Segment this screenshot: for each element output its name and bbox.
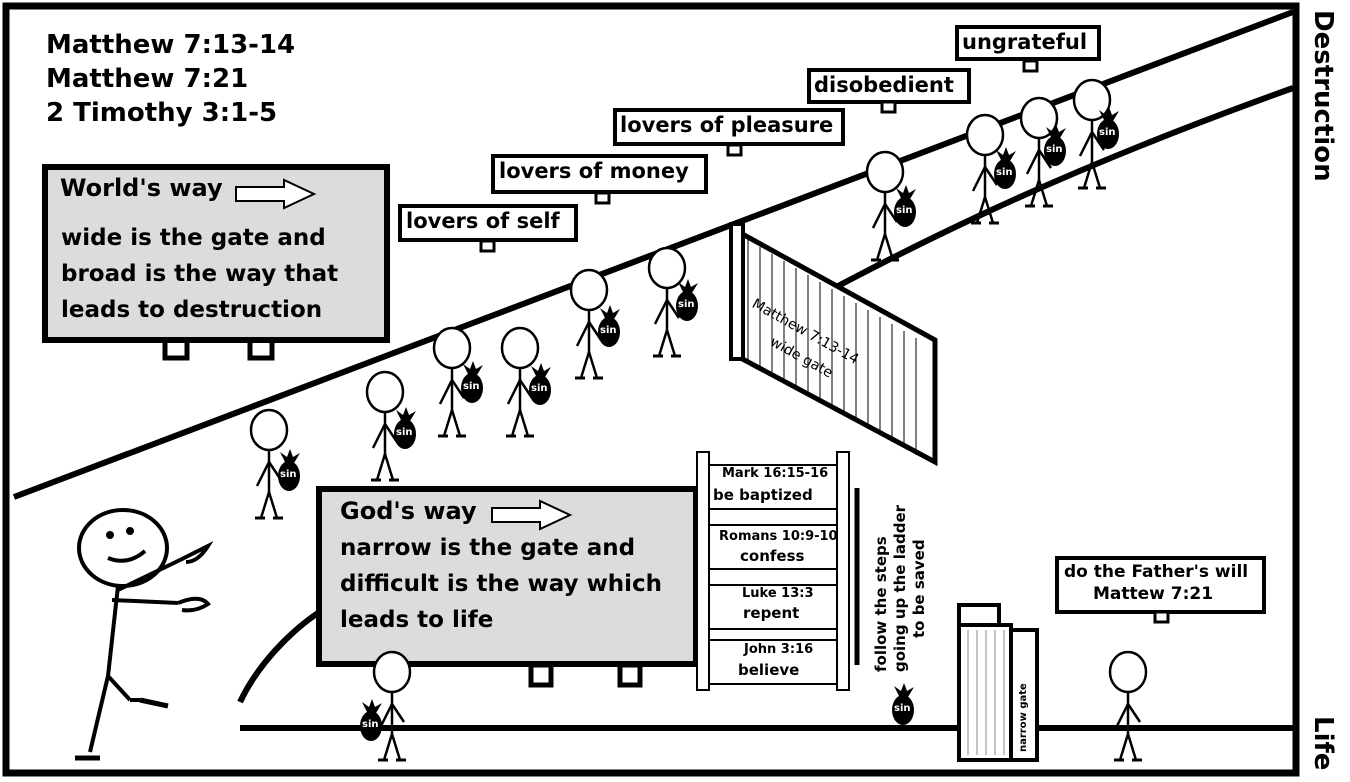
gods-way-title: God's way — [340, 497, 477, 525]
narrow-gate — [957, 603, 1039, 762]
sin-bag-label: sin — [280, 469, 297, 480]
worlds-way-title: World's way — [60, 174, 223, 202]
road-sign-boxes — [398, 25, 1101, 253]
sign-ungrateful: ungrateful — [962, 30, 1088, 54]
sign-lovers-of-money: lovers of money — [499, 159, 689, 183]
ladder-note-line: follow the steps — [872, 536, 890, 672]
ladder-note: follow the steps going up the ladder to … — [872, 505, 929, 672]
gods-way-line: narrow is the gate and — [340, 535, 636, 561]
ladder-step-ref: Luke 13:3 — [742, 586, 814, 601]
father-sign-line1: do the Father's will — [1064, 562, 1249, 582]
sin-bag-label: sin — [896, 205, 913, 216]
ladder-note-line: going up the ladder — [891, 504, 909, 672]
sin-bag-label: sin — [463, 381, 480, 392]
reference-line: Matthew 7:13-14 — [46, 30, 296, 60]
gods-way-line: leads to life — [340, 607, 494, 633]
worlds-way-line: broad is the way that — [61, 261, 339, 287]
sin-bag-label: sin — [678, 299, 695, 310]
sin-bag-label: sin — [362, 719, 379, 730]
sin-bag-label: sin — [531, 383, 548, 394]
scripture-references: Matthew 7:13-14 Matthew 7:21 2 Timothy 3… — [46, 28, 295, 130]
worlds-way-line: leads to destruction — [61, 297, 323, 323]
reference-line: 2 Timothy 3:1-5 — [46, 98, 278, 128]
pointing-stick-figure — [75, 508, 214, 761]
ladder-step-action: repent — [743, 604, 800, 622]
father-will-sign — [1055, 556, 1266, 624]
sin-bag-label: sin — [1099, 127, 1116, 138]
sin-bag-label: sin — [894, 703, 911, 714]
ladder — [696, 451, 860, 691]
wide-gate — [729, 222, 938, 467]
ladder-step-action: confess — [740, 547, 805, 565]
right-arrow-icon — [235, 178, 317, 210]
gods-way-text: narrow is the gate and difficult is the … — [340, 530, 662, 638]
reference-line: Matthew 7:21 — [46, 64, 249, 94]
sign-lovers-of-self: lovers of self — [406, 209, 560, 233]
ladder-step-action: be baptized — [713, 486, 813, 504]
ladder-step-ref: John 3:16 — [744, 642, 814, 657]
worlds-way-text: wide is the gate and broad is the way th… — [61, 220, 338, 328]
sign-lovers-of-pleasure: lovers of pleasure — [620, 113, 834, 137]
ladder-step-ref: Romans 10:9-10 — [719, 529, 838, 544]
worlds-way-sign — [42, 164, 390, 361]
side-label-destruction: Destruction — [1308, 10, 1338, 182]
narrow-gate-label: narrow gate — [1018, 683, 1029, 752]
gods-way-sign — [316, 486, 699, 688]
right-arrow-icon — [491, 499, 573, 531]
worlds-way-line: wide is the gate and — [61, 225, 326, 251]
ladder-step-ref: Mark 16:15-16 — [722, 466, 829, 481]
sin-bag-label: sin — [996, 167, 1013, 178]
sin-bag-label: sin — [600, 325, 617, 336]
outer-frame — [2, 2, 1300, 777]
sin-bag-label: sin — [1046, 144, 1063, 155]
ladder-note-line: to be saved — [910, 539, 928, 638]
sign-disobedient: disobedient — [814, 73, 954, 97]
ladder-step-action: believe — [738, 661, 800, 679]
side-label-life: Life — [1308, 716, 1338, 771]
sin-bag-label: sin — [396, 427, 413, 438]
gods-way-line: difficult is the way which — [340, 571, 663, 597]
father-sign-line2: Mattew 7:21 — [1093, 584, 1214, 604]
